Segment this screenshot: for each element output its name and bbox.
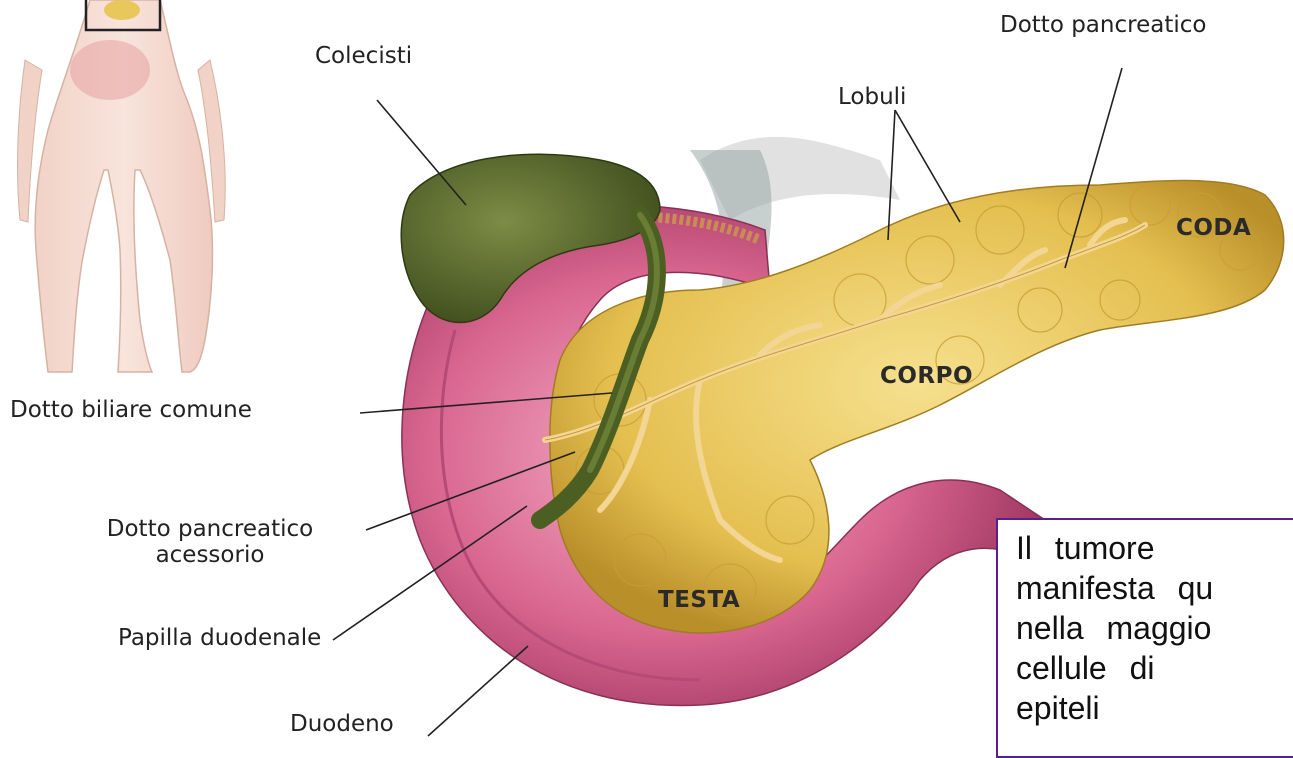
label-dotto-biliare-comune: Dotto biliare comune	[10, 397, 252, 423]
textbox-line: epiteli	[1016, 688, 1293, 728]
label-dotto-pancreatico-accessorio: Dotto pancreatico acessorio	[62, 516, 358, 569]
description-textbox: Il tumore manifesta qu nella maggio cell…	[996, 518, 1293, 758]
textbox-line: Il tumore	[1016, 528, 1293, 568]
leader-line-duodeno	[428, 646, 528, 736]
leader-line-lobuli-2	[895, 110, 960, 222]
label-dotto-pancreatico: Dotto pancreatico	[1000, 12, 1206, 38]
textbox-line: nella maggio	[1016, 608, 1293, 648]
label-papilla-duodenale: Papilla duodenale	[118, 625, 321, 651]
label-colecisti: Colecisti	[315, 43, 412, 69]
label-lobuli: Lobuli	[838, 84, 906, 110]
label-duodeno: Duodeno	[290, 711, 394, 737]
body-silhouette	[18, 0, 226, 372]
region-label-corpo: CORPO	[880, 363, 973, 389]
textbox-line: manifesta qu	[1016, 568, 1293, 608]
leader-line-lobuli-1	[888, 110, 895, 240]
region-label-coda: CODA	[1176, 215, 1251, 241]
textbox-line: cellule di	[1016, 648, 1293, 688]
label-dotto-pancreatico-accessorio-line1: Dotto pancreatico	[62, 516, 358, 542]
label-dotto-pancreatico-accessorio-line2: acessorio	[62, 542, 358, 568]
region-label-testa: TESTA	[658, 587, 740, 613]
